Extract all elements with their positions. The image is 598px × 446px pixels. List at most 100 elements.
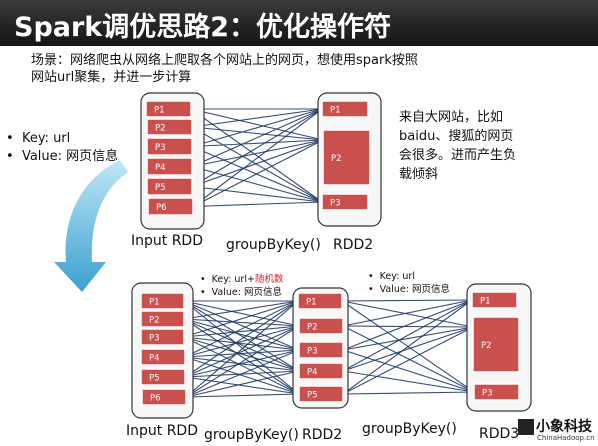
- top-input-partition-3: [146, 137, 193, 156]
- bullet-key-text: Key: url: [21, 131, 71, 146]
- logo-area: [532, 418, 598, 446]
- logo-text: 小象科技: [536, 419, 592, 435]
- bottom-stage2-line-2-1: [342, 326, 474, 351]
- bottom-input-partition-1-label: P1: [149, 298, 160, 308]
- bottom-stage2-line-3-2: [342, 370, 475, 393]
- bottom-stage1-line-5-0: [185, 300, 299, 398]
- bottom-stage1-line-5-3: [185, 370, 300, 398]
- top-output-partition-2-label: P2: [331, 154, 342, 164]
- annotation-1: • Key: url+随机数 • Value: 网页信息: [200, 273, 283, 299]
- bottom-stage2-line-1-2: [342, 325, 475, 393]
- bottom-output-partition-1: [471, 291, 518, 309]
- annotation-1-key-highlight: 随机数: [254, 274, 284, 285]
- bottom-output-label: RDD3: [479, 426, 520, 442]
- bottom-mid-partition-5: [298, 385, 344, 403]
- bottom-input-partition-2: [140, 310, 185, 328]
- bottom-mid-partition-4: [298, 362, 344, 380]
- bottom-input-partition-3: [140, 328, 185, 346]
- scenario-line-2: 网站url聚集，并进一步计算: [31, 70, 192, 85]
- bottom-op1-label: groupByKey(): [204, 427, 299, 443]
- top-line-5-0: [192, 108, 323, 207]
- bottom-stage2-line-3-1: [342, 326, 474, 372]
- bullet-dot: •: [6, 131, 14, 146]
- top-line-3-2: [191, 165, 323, 203]
- top-input-partition-4-label: P4: [155, 163, 166, 173]
- bottom-mid-partition-5-label: P5: [307, 391, 318, 401]
- top-line-3-0: [191, 108, 323, 168]
- scenario-line-1: 场景：网络爬虫从网络上爬取各个网站上的网页，想使用spark按照: [31, 53, 418, 68]
- top-line-2-1: [191, 139, 324, 148]
- top-line-1-2: [191, 126, 323, 203]
- bottom-input-partition-2-label: P2: [149, 316, 160, 326]
- bottom-stage1-line-0-2: [183, 300, 300, 351]
- bottom-mid-label: RDD2: [302, 427, 343, 443]
- annotation-1-value: • Value: 网页信息: [200, 287, 282, 298]
- slide-title: Spark调优思路2：优化操作符: [14, 12, 392, 43]
- bottom-stage2-line-1-0: [342, 299, 473, 327]
- bottom-stage1-line-1-0: [183, 300, 299, 320]
- annotation-1-value-text: Value: 网页信息: [211, 287, 282, 298]
- top-output-partition-1-label: P1: [330, 106, 341, 116]
- bottom-stage1-line-1-3: [183, 318, 300, 372]
- bottom-stage2-line-0-1: [341, 300, 474, 328]
- bottom-input-partition-3-label: P3: [149, 334, 160, 344]
- bottom-stage1-line-4-2: [184, 349, 300, 378]
- top-op-label: groupByKey(): [226, 237, 321, 253]
- skew-note: 来自大网站，比如 baidu、搜狐的网页 会很多。进而产生负 载倾斜: [399, 108, 574, 184]
- bottom-stage1-line-1-2: [183, 318, 300, 351]
- bottom-stage1-line-1-1: [183, 318, 300, 327]
- bottom-stage1-line-5-4: [185, 393, 300, 398]
- top-output-partition-3-label: P3: [330, 199, 341, 209]
- bullet-dot: •: [6, 149, 14, 164]
- bottom-stage1-line-2-4: [183, 336, 300, 395]
- annotation-2-value-text: Value: 网页信息: [379, 284, 450, 295]
- key-value-bullets: • Key: url • Value: 网页信息: [6, 130, 118, 166]
- bottom-stage2-line-0-0: [341, 299, 473, 302]
- bottom-input-label: Input RDD: [126, 423, 198, 439]
- bottom-stage1-line-5-2: [185, 349, 300, 398]
- bottom-stage2-line-3-0: [342, 299, 473, 372]
- bullet-value-text: Value: 网页信息: [21, 149, 119, 164]
- bottom-output-partition-3-label: P3: [482, 389, 493, 399]
- bottom-output-partition-2-label: P2: [481, 341, 492, 351]
- bottom-input-partition-1: [140, 292, 185, 310]
- bottom-op2-label: groupByKey(): [362, 421, 457, 437]
- bottom-mid-partition-3-label: P3: [307, 347, 318, 357]
- bottom-mid-partition-4-label: P4: [307, 368, 318, 378]
- bottom-mid-partition-2: [298, 317, 344, 335]
- annotation-2-key-text: Key: url: [379, 271, 415, 282]
- bottom-mid-partition-2-label: P2: [307, 323, 318, 333]
- bottom-stage2-line-4-0: [342, 299, 473, 395]
- bottom-mid-partition-1: [297, 292, 343, 310]
- bottom-mid-partition-3: [298, 341, 344, 359]
- top-line-4-0: [191, 108, 323, 187]
- top-line-1-0: [191, 108, 323, 128]
- annotation-2-key: • Key: url: [368, 271, 415, 282]
- annotation-2-value: • Value: 网页信息: [368, 284, 450, 295]
- top-line-3-1: [191, 139, 324, 168]
- top-input-partition-5-label: P5: [155, 183, 166, 193]
- top-output-partition-1: [321, 100, 369, 118]
- bottom-input-partition-5-label: P5: [149, 374, 160, 384]
- bottom-stage1-line-0-1: [183, 300, 300, 327]
- bottom-stage2-line-2-2: [342, 349, 475, 393]
- logo-subtext: ChinaHadoop.cn: [537, 434, 595, 442]
- top-input-label: Input RDD: [131, 233, 203, 249]
- bottom-input-partition-4: [140, 348, 186, 366]
- bottom-stage1-line-4-4: [184, 376, 300, 395]
- bottom-stage1-line-4-1: [184, 325, 300, 378]
- top-output-partition-3: [321, 193, 369, 211]
- bottom-input-partition-6-label: P6: [150, 394, 161, 404]
- top-line-5-1: [192, 139, 324, 207]
- top-input-partition-1-label: P1: [154, 106, 165, 116]
- bottom-stage1-line-2-2: [183, 336, 300, 351]
- top-input-partition-1: [145, 100, 192, 118]
- annotation-1-key: • Key: url+随机数: [200, 274, 284, 285]
- note-line-4: 载倾斜: [399, 167, 439, 182]
- bottom-stage1-line-3-1: [184, 325, 300, 358]
- top-input-partition-4: [146, 157, 193, 176]
- bottom-stage1-line-2-1: [183, 325, 300, 338]
- annotation-1-key-prefix: Key: url+: [211, 274, 255, 285]
- top-line-2-0: [191, 108, 323, 148]
